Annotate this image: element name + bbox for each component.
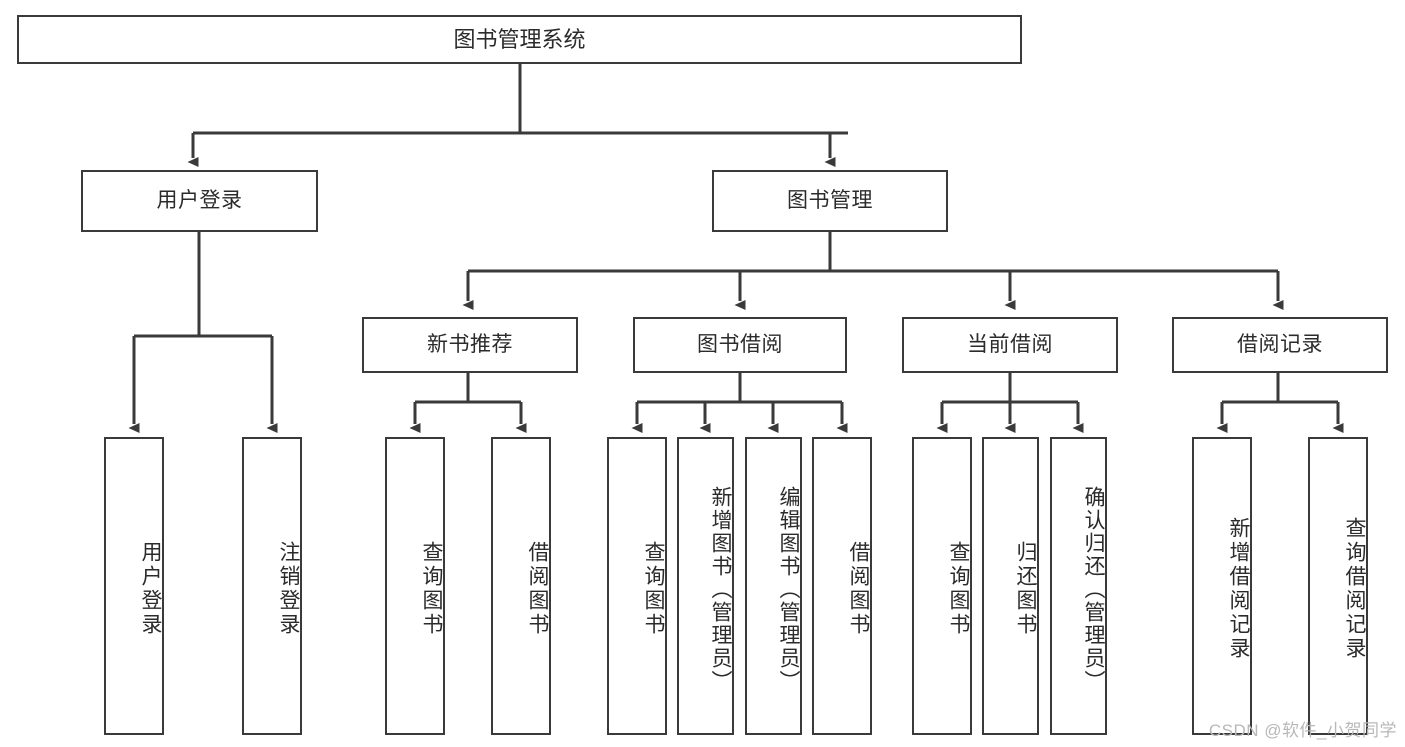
- node-user-login[interactable]: 用户登录: [81, 170, 318, 232]
- node-book-manage-label: 图书管理: [787, 188, 873, 212]
- leaf-confirm-return[interactable]: 确认归还（管理员）: [1050, 437, 1107, 735]
- leaf-user-login-label: 用户登录: [139, 541, 162, 637]
- node-root-label: 图书管理系统: [453, 26, 586, 52]
- leaf-query-record[interactable]: 查询借阅记录: [1308, 437, 1368, 735]
- node-root[interactable]: 图书管理系统: [17, 15, 1022, 64]
- node-borrow-record-label: 借阅记录: [1237, 332, 1323, 356]
- leaf-query-book-2[interactable]: 查询图书: [607, 437, 667, 735]
- leaf-query-book-3[interactable]: 查询图书: [912, 437, 972, 735]
- leaf-user-login[interactable]: 用户登录: [104, 437, 164, 735]
- leaf-edit-book-label: 编辑图书（管理员）: [777, 485, 800, 693]
- node-book-borrow-label: 图书借阅: [697, 332, 783, 356]
- leaf-borrow-book-1-label: 借阅图书: [526, 541, 549, 637]
- leaf-confirm-return-label: 确认归还（管理员）: [1082, 485, 1105, 693]
- node-book-manage[interactable]: 图书管理: [712, 170, 948, 232]
- leaf-query-book-1[interactable]: 查询图书: [385, 437, 445, 735]
- leaf-query-book-3-label: 查询图书: [947, 541, 970, 637]
- node-current-borrow-label: 当前借阅: [967, 332, 1053, 356]
- leaf-query-book-1-label: 查询图书: [420, 541, 443, 637]
- node-borrow-record[interactable]: 借阅记录: [1172, 317, 1388, 373]
- leaf-edit-book[interactable]: 编辑图书（管理员）: [745, 437, 802, 735]
- leaf-borrow-book-2[interactable]: 借阅图书: [812, 437, 872, 735]
- leaf-add-record[interactable]: 新增借阅记录: [1192, 437, 1252, 735]
- leaf-query-record-label: 查询借阅记录: [1343, 517, 1366, 661]
- leaf-add-book-label: 新增图书（管理员）: [709, 485, 732, 693]
- leaf-add-record-label: 新增借阅记录: [1227, 517, 1250, 661]
- leaf-logout-label: 注销登录: [277, 541, 300, 637]
- leaf-add-book[interactable]: 新增图书（管理员）: [677, 437, 734, 735]
- leaf-logout[interactable]: 注销登录: [242, 437, 302, 735]
- csdn-watermark: CSDN @软件_小贺同学: [1208, 721, 1397, 740]
- node-new-book-rec[interactable]: 新书推荐: [362, 317, 578, 373]
- node-current-borrow[interactable]: 当前借阅: [902, 317, 1118, 373]
- leaf-return-book-label: 归还图书: [1014, 541, 1037, 637]
- node-book-borrow[interactable]: 图书借阅: [633, 317, 847, 373]
- leaf-query-book-2-label: 查询图书: [642, 541, 665, 637]
- leaf-borrow-book-1[interactable]: 借阅图书: [491, 437, 551, 735]
- leaf-return-book[interactable]: 归还图书: [982, 437, 1039, 735]
- node-new-book-rec-label: 新书推荐: [427, 332, 513, 356]
- node-user-login-label: 用户登录: [156, 188, 243, 212]
- leaf-borrow-book-2-label: 借阅图书: [847, 541, 870, 637]
